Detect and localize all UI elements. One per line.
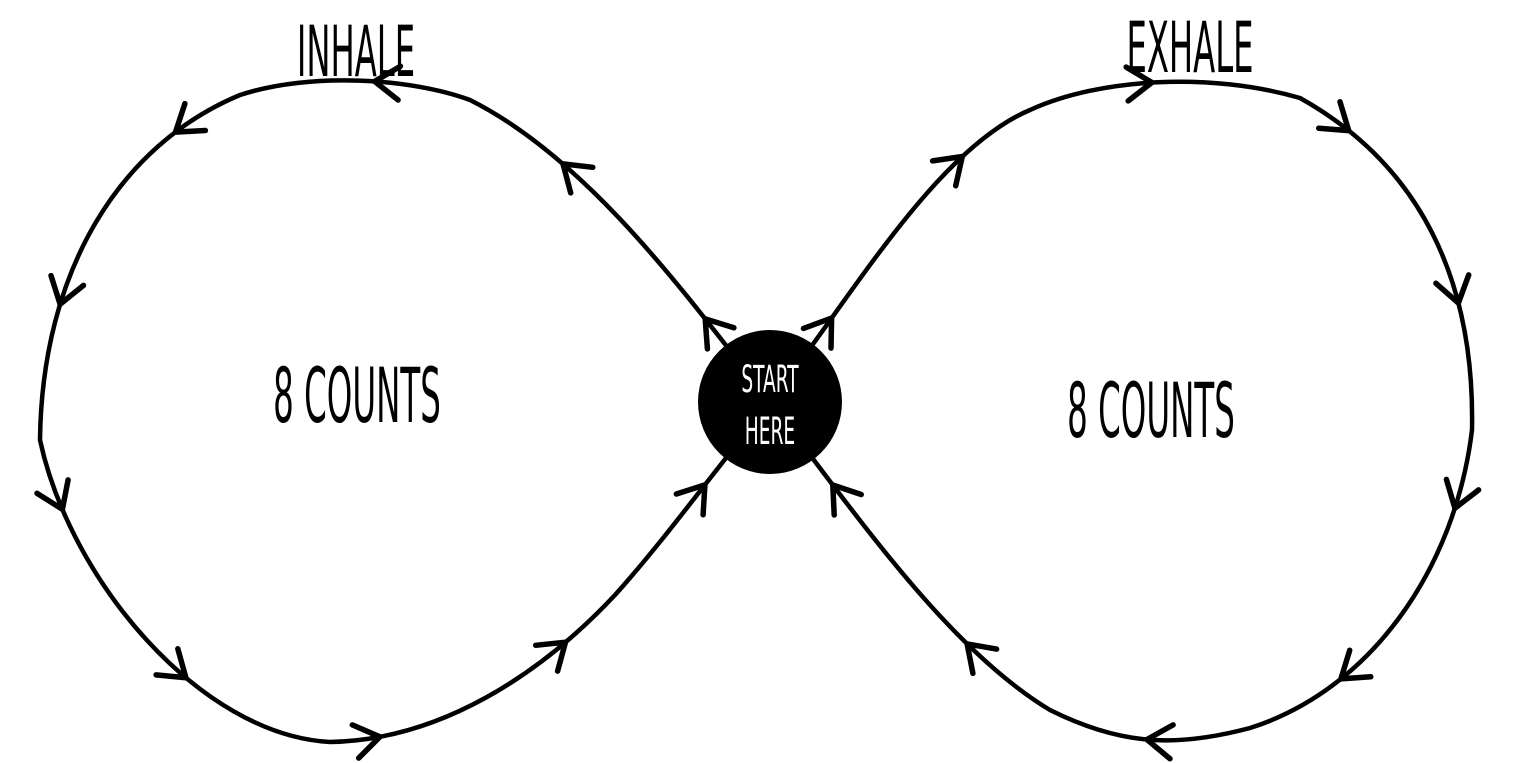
exhale-counts: 8 COUNTS bbox=[1067, 367, 1235, 455]
chevron-arrow-icon bbox=[800, 315, 835, 351]
chevron-arrow-icon bbox=[153, 646, 189, 681]
chevron-arrow-icon bbox=[172, 100, 209, 135]
chevron-arrow-icon bbox=[1338, 647, 1374, 682]
chevron-arrow-icon bbox=[349, 722, 383, 761]
chevron-arrow-icon bbox=[371, 63, 404, 103]
chevron-arrow-icon bbox=[34, 477, 71, 513]
chevron-arrow-icon bbox=[560, 161, 596, 196]
inhale-title: INHALE bbox=[297, 10, 415, 92]
inhale-counts: 8 COUNTS bbox=[273, 352, 441, 440]
chevron-arrow-icon bbox=[673, 482, 708, 518]
chevron-arrow-icon bbox=[1433, 272, 1472, 306]
start-label-line2: HERE bbox=[745, 410, 795, 453]
chevron-arrow-icon bbox=[1144, 722, 1176, 762]
start-label-line1: START bbox=[741, 358, 799, 401]
chevron-arrow-icon bbox=[830, 482, 864, 518]
chevron-arrow-icon bbox=[964, 641, 1000, 677]
direction-markers bbox=[34, 63, 1482, 762]
exhale-title: EXHALE bbox=[1126, 6, 1253, 88]
exhale-loop bbox=[767, 79, 1475, 743]
chevron-arrow-icon bbox=[1315, 99, 1352, 134]
chevron-arrow-icon bbox=[929, 153, 966, 189]
start-node bbox=[698, 330, 842, 474]
chevron-arrow-icon bbox=[532, 639, 569, 674]
chevron-arrow-icon bbox=[702, 316, 737, 352]
chevron-arrow-icon bbox=[1443, 476, 1482, 511]
inhale-loop bbox=[37, 78, 773, 745]
chevron-arrow-icon bbox=[48, 272, 87, 307]
chevron-arrow-icon bbox=[1123, 64, 1155, 104]
